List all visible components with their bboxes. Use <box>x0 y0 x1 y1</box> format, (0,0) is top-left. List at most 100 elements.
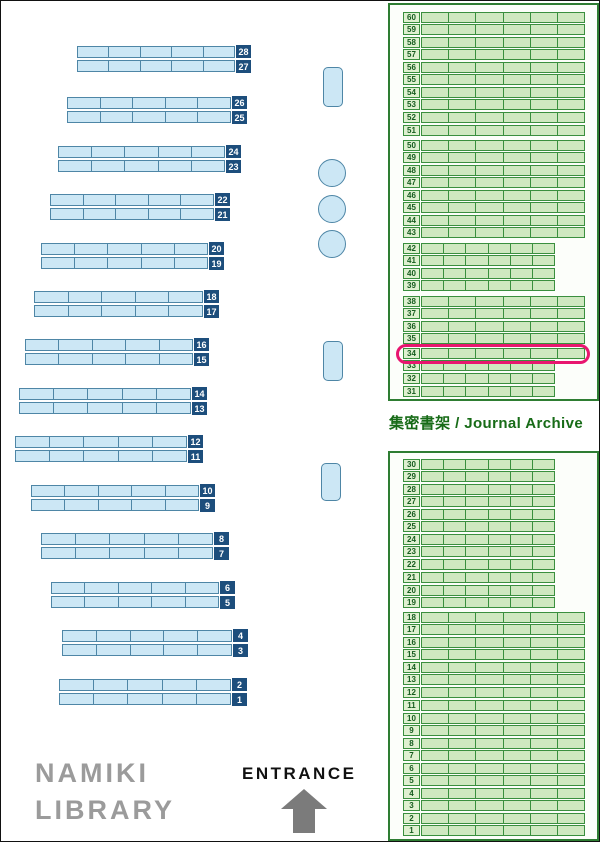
shelf-number-23: 23 <box>226 160 241 173</box>
archive-shelf-number-23: 23 <box>403 546 420 558</box>
shelf-segment <box>487 281 510 291</box>
shelf-segment <box>529 675 557 685</box>
shelf-segment <box>502 308 530 318</box>
shelf-segment <box>475 178 502 188</box>
shelf-segment <box>139 61 171 71</box>
shelf-segment <box>422 739 448 748</box>
shelf-segment <box>173 258 207 268</box>
shelf-segment <box>475 88 502 98</box>
shelf-segment <box>529 125 557 135</box>
shelf-segment <box>475 750 502 760</box>
archive-shelf-number-40: 40 <box>403 268 420 279</box>
shelf-number-19: 19 <box>209 257 224 270</box>
archive-shelf-row-58 <box>421 37 585 49</box>
shelf-segment <box>475 153 502 163</box>
shelf-segment <box>422 387 443 396</box>
shelf-number-21: 21 <box>215 208 230 221</box>
archive-shelf-row-56 <box>421 62 585 74</box>
shelf-segment <box>422 801 448 810</box>
shelf-segment <box>556 153 584 163</box>
shelf-segment <box>131 486 164 496</box>
shelf-segment <box>151 597 184 607</box>
shelf-row-16 <box>25 339 193 351</box>
shelf-segment <box>84 583 117 593</box>
shelf-segment <box>117 437 152 447</box>
shelf-segment <box>108 47 139 57</box>
archive-shelf-number-24: 24 <box>403 534 420 546</box>
shelf-segment <box>157 147 191 157</box>
shelf-row-26 <box>67 97 231 109</box>
shelf-segment <box>164 486 198 496</box>
archive-shelf-number-38: 38 <box>403 295 420 307</box>
shelf-segment <box>531 572 554 582</box>
shelf-segment <box>556 813 584 823</box>
shelf-segment <box>443 243 465 253</box>
shelf-segment <box>465 256 487 265</box>
shelf-segment <box>117 597 151 607</box>
archive-shelf-number-31: 31 <box>403 385 420 397</box>
shelf-segment <box>422 191 448 200</box>
shelf-segment <box>556 750 584 760</box>
shelf-segment <box>475 321 502 331</box>
archive-shelf-number-43: 43 <box>403 227 420 239</box>
shelf-segment <box>502 141 530 150</box>
shelf-number-8: 8 <box>214 532 229 545</box>
shelf-segment <box>556 663 584 673</box>
shelf-segment <box>502 688 530 698</box>
archive-shelf-number-56: 56 <box>403 62 420 74</box>
shelf-segment <box>475 203 502 213</box>
shelf-segment <box>531 361 554 371</box>
shelf-segment <box>202 61 234 71</box>
shelf-segment <box>465 472 487 482</box>
shelf-segment <box>487 597 510 607</box>
shelf-segment <box>180 195 213 205</box>
shelf-segment <box>448 50 475 60</box>
shelf-segment <box>143 534 178 544</box>
shelf-segment <box>448 650 475 660</box>
shelf-segment <box>509 460 532 469</box>
shelf-segment <box>556 228 584 238</box>
shelf-segment <box>475 25 502 35</box>
shelf-segment <box>529 191 557 201</box>
shelf-segment <box>475 63 502 73</box>
shelf-segment <box>422 560 443 569</box>
shelf-segment <box>91 340 125 350</box>
shelf-segment <box>443 535 465 545</box>
shelf-segment <box>529 100 557 110</box>
archive-shelf-row-41 <box>421 255 555 266</box>
shelf-segment <box>509 472 532 482</box>
shelf-segment <box>422 776 448 785</box>
shelf-segment <box>84 597 117 607</box>
shelf-row-18 <box>34 291 203 303</box>
shelf-segment <box>502 826 530 835</box>
shelf-segment <box>502 203 530 213</box>
shelf-segment <box>475 75 502 85</box>
archive-shelf-row-23 <box>421 546 555 558</box>
shelf-segment <box>556 191 584 201</box>
shelf-segment <box>422 573 443 582</box>
shelf-segment <box>465 386 487 396</box>
shelf-segment <box>422 88 448 97</box>
shelf-segment <box>99 112 133 122</box>
shelf-segment <box>475 333 502 343</box>
shelf-segment <box>487 522 510 532</box>
shelf-segment <box>556 675 584 685</box>
shelf-row-5 <box>51 596 219 608</box>
shelf-segment <box>448 750 475 760</box>
shelf-segment <box>151 451 186 461</box>
shelf-segment <box>531 535 554 545</box>
shelf-segment <box>502 349 530 359</box>
shelf-segment <box>422 13 448 22</box>
shelf-segment <box>443 269 465 278</box>
archive-shelf-row-4 <box>421 787 585 799</box>
shelf-segment <box>448 663 475 673</box>
archive-shelf-row-5 <box>421 774 585 786</box>
pillar-3 <box>321 463 341 501</box>
shelf-number-7: 7 <box>214 547 229 560</box>
shelf-segment <box>448 625 475 635</box>
shelf-segment <box>443 522 465 532</box>
archive-shelf-number-29: 29 <box>403 471 420 483</box>
shelf-row-6 <box>51 582 219 594</box>
shelf-segment <box>117 583 151 593</box>
shelf-segment <box>509 510 532 520</box>
